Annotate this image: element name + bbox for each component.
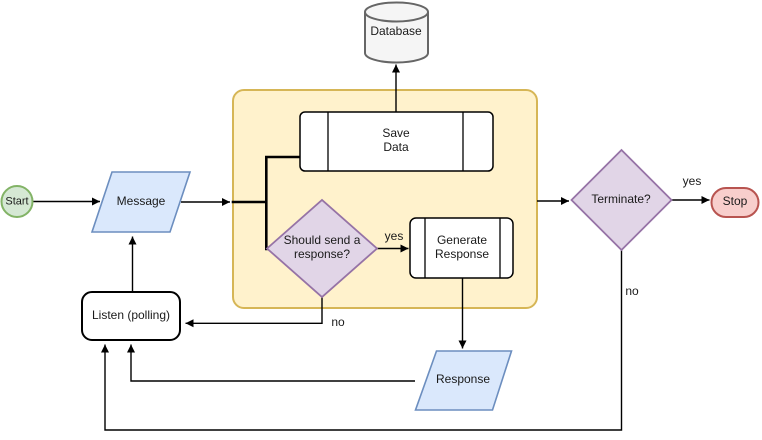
node-save-data	[299, 111, 494, 172]
edge-terminate-listen-no	[101, 250, 623, 431]
edge-shouldsend-listen-no	[185, 297, 323, 328]
edge-response-listen	[127, 344, 415, 382]
node-generate-response	[409, 217, 514, 279]
database-rim	[364, 11, 429, 23]
node-database	[364, 1, 429, 64]
node-should-send	[265, 198, 379, 299]
node-response	[414, 350, 513, 411]
edge-branch-thick	[231, 155, 302, 251]
node-start	[0, 185, 34, 218]
node-stop	[710, 187, 760, 218]
node-message	[90, 171, 192, 233]
node-listen	[81, 291, 181, 341]
node-terminate	[570, 148, 673, 252]
